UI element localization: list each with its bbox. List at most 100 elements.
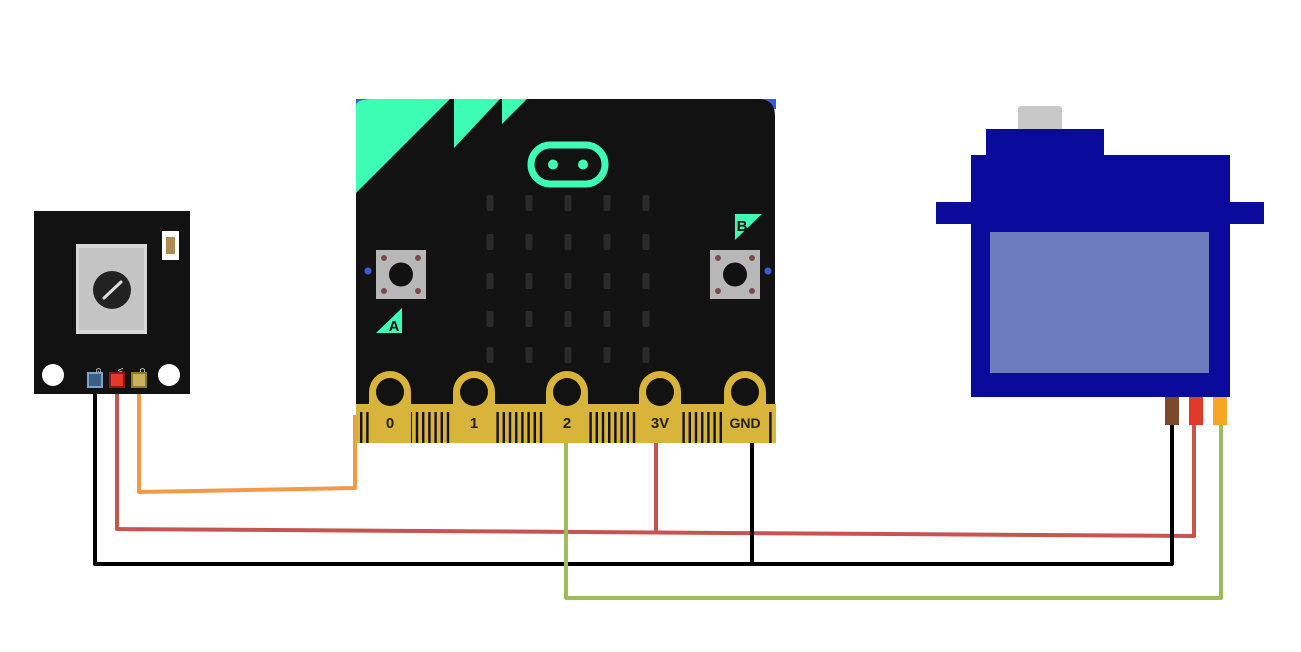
- edge-pin-1[interactable]: 1: [453, 371, 495, 443]
- microbit-button-a[interactable]: [376, 250, 426, 299]
- pot-mount-hole-right: [158, 364, 180, 386]
- edge-pin-hole: [376, 378, 404, 406]
- edge-pin-0[interactable]: 0: [369, 371, 411, 443]
- edge-tooth: [719, 412, 722, 443]
- microbit-accent-big: [356, 99, 450, 193]
- edge-tooth: [533, 412, 536, 443]
- edge-pin-3v[interactable]: 3V: [639, 371, 681, 443]
- pot-pin-out[interactable]: [131, 372, 147, 388]
- edge-tooth: [521, 412, 524, 443]
- edge-tooth: [608, 412, 611, 443]
- edge-tooth: [614, 412, 617, 443]
- button-b-corner: [749, 255, 755, 261]
- pot-mount-hole-left: [42, 364, 64, 386]
- led-matrix: [486, 195, 650, 363]
- led-0-3: [603, 195, 611, 211]
- edge-tooth: [620, 412, 623, 443]
- servo-lead-vcc[interactable]: [1189, 397, 1203, 425]
- edge-tooth: [508, 412, 512, 443]
- led-4-1: [525, 347, 533, 363]
- led-2-4: [642, 273, 650, 289]
- potentiometer-module: GND VCC OUT: [34, 211, 190, 394]
- edge-tooth: [769, 412, 772, 443]
- edge-pin-hole: [460, 378, 488, 406]
- edge-tooth: [527, 412, 530, 443]
- led-0-2: [564, 195, 572, 211]
- button-b-corner: [715, 255, 721, 261]
- led-2-3: [603, 273, 611, 289]
- pot-smd-resistor: [166, 237, 175, 254]
- edge-tooth: [415, 412, 419, 443]
- edge-pin-label: 2: [563, 415, 571, 432]
- led-1-2: [564, 234, 572, 250]
- edge-pin-label: 3V: [651, 415, 669, 432]
- led-1-4: [642, 234, 650, 250]
- led-4-2: [564, 347, 572, 363]
- edge-pin-gnd[interactable]: GND: [724, 371, 766, 443]
- led-2-2: [564, 273, 572, 289]
- edge-pin-hole: [646, 378, 674, 406]
- led-4-3: [603, 347, 611, 363]
- button-b-cap[interactable]: [723, 262, 747, 287]
- edge-tooth: [701, 412, 704, 443]
- led-1-0: [486, 234, 494, 250]
- led-4-4: [642, 347, 650, 363]
- led-3-2: [564, 311, 572, 327]
- wire-pin2-to-servo-signal: [564, 420, 1223, 600]
- edge-tooth: [688, 412, 691, 443]
- wires: [93, 378, 1223, 600]
- led-1-3: [603, 234, 611, 250]
- servo-lead-gnd[interactable]: [1165, 397, 1179, 425]
- microbit-accent-small: [502, 99, 527, 124]
- servo-horn-shaft: [1018, 106, 1062, 132]
- servo-motor: [936, 106, 1264, 425]
- servo-top-block: [986, 129, 1104, 159]
- edge-tooth: [502, 412, 505, 443]
- servo-mount-flange: [936, 202, 1264, 224]
- pot-pin-vcc[interactable]: [109, 372, 125, 388]
- led-3-3: [603, 311, 611, 327]
- edge-tooth: [422, 412, 425, 443]
- pot-pin-gnd[interactable]: [87, 372, 103, 388]
- edge-tooth: [434, 412, 437, 443]
- microbit-side-dot-right: [764, 267, 772, 275]
- servo-lead-signal[interactable]: [1213, 397, 1227, 425]
- edge-pin-hole: [553, 378, 581, 406]
- microbit-accent-mid: [454, 99, 500, 148]
- edge-tooth: [515, 412, 518, 443]
- button-b-corner: [749, 288, 755, 294]
- edge-tooth: [595, 412, 598, 443]
- button-a-corner: [415, 255, 421, 261]
- led-0-0: [486, 195, 494, 211]
- microbit-logo-eye-right: [578, 159, 588, 170]
- edge-tooth: [428, 412, 431, 443]
- wire-pot-gnd-to-servo-gnd: [93, 378, 1174, 566]
- microbit-side-dot-left: [364, 267, 372, 275]
- button-a-corner: [381, 255, 387, 261]
- edge-tooth: [366, 412, 369, 443]
- edge-tooth: [360, 412, 363, 443]
- button-a-corner: [381, 288, 387, 294]
- servo-label-window: [990, 232, 1209, 373]
- microbit-logo-eye-left: [548, 159, 558, 170]
- edge-tooth: [589, 412, 592, 443]
- microbit-button-b[interactable]: [710, 250, 760, 299]
- button-a-corner: [415, 288, 421, 294]
- edge-tooth: [539, 412, 543, 443]
- edge-pin-hole: [731, 378, 759, 406]
- edge-tooth: [601, 412, 605, 443]
- edge-tooth: [694, 412, 698, 443]
- led-1-1: [525, 234, 533, 250]
- pot-knob-indicator: [102, 280, 123, 300]
- edge-pin-2[interactable]: 2: [546, 371, 588, 443]
- button-b-corner: [715, 288, 721, 294]
- wire-pot-out-to-pin0: [137, 378, 357, 494]
- edge-pin-label: GND: [729, 415, 760, 431]
- button-a-cap[interactable]: [389, 262, 413, 287]
- led-4-0: [486, 347, 494, 363]
- microbit-pcb: [356, 99, 775, 443]
- led-3-4: [642, 311, 650, 327]
- button-a-label: A: [389, 318, 400, 335]
